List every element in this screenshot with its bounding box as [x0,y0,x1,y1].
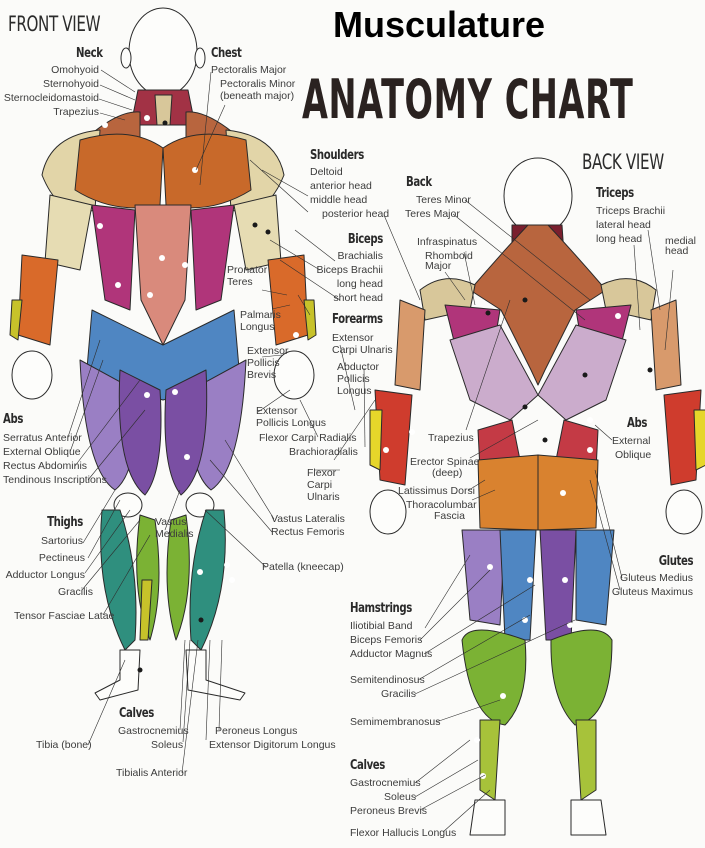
label-biceps-brachii: Biceps Brachii [316,264,383,276]
label-pectoralis-minor: Pectoralis Minor [220,78,296,90]
label-sternocleidomastoid: Sternocleidomastoid [3,92,99,104]
label-extensor-digitorum-longus: Extensor Digitorum Longus [209,739,336,751]
label-extensor-carpi-ulnaris: Extensor Carpi Ulnaris [332,332,393,356]
glutes-heading: Glutes [658,554,694,569]
label-medial-head: medial head [665,235,696,257]
label-gluteus-medius: Gluteus Medius [620,572,693,584]
label-vastus-lateralis: Vastus Lateralis [271,513,345,525]
label-beneath-major: (beneath major) [220,90,295,102]
label-omohyoid: Omohyoid [51,64,99,76]
abs-heading-back: Abs [627,416,647,431]
label-palmaris-longus: Palmaris Longus [240,309,281,333]
label-flexor-carpi-radialis: Flexor Carpi Radialis [259,432,357,444]
calves-heading-front: Calves [119,706,154,721]
label-external-oblique-back: External Oblique [612,435,652,461]
label-triceps-brachii: Triceps Brachii [596,205,666,217]
label-trapezius-back: Trapezius [428,432,474,444]
label-thoracolumbar-fascia: Thoracolumbar Fascia [406,499,477,522]
label-long-head: long head [336,278,383,290]
label-sternohyoid: Sternohyoid [42,78,99,90]
label-teres-minor: Teres Minor [416,194,471,206]
label-short-head: short head [333,292,383,304]
label-erector-spinae: Erector Spinae (deep) [410,456,480,479]
label-adductor-magnus: Adductor Magnus [350,648,433,660]
label-latissimus-dorsi: Latissimus Dorsi [398,485,476,497]
label-middle-head: middle head [310,194,368,206]
label-long-head-triceps: long head [596,233,643,245]
label-semimembranosus: Semimembranosus [350,716,441,728]
label-gracilis-front: Gracilis [57,586,93,598]
label-pronator-teres: Pronator Teres [227,264,268,288]
label-deltoid: Deltoid [310,166,343,178]
label-tendinous-inscriptions: Tendinous Inscriptions [3,474,107,486]
label-rectus-abdominis: Rectus Abdominis [3,460,88,472]
shoulders-heading: Shoulders [310,148,364,163]
label-teres-major: Teres Major [405,208,460,220]
back-view-label: BACK VIEW [582,150,664,174]
label-tibialis-anterior: Tibialis Anterior [116,767,188,779]
label-adductor-longus: Adductor Longus [5,569,85,581]
front-figure [9,7,317,701]
label-abductor-pollicis-longus: Abductor Pollicis Longus [337,361,380,397]
label-soleus-back: Soleus [384,791,417,803]
label-extensor-pollicis-brevis: Extensor Pollicis Brevis [247,345,289,381]
label-iliotibial-band: Iliotibial Band [350,620,413,632]
label-lateral-head: lateral head [596,219,651,231]
triceps-heading: Triceps [596,186,634,201]
abs-heading-front: Abs [3,412,23,427]
label-semitendinosus: Semitendinosus [350,674,425,686]
chest-heading: Chest [211,46,242,61]
label-gluteus-maximus: Gluteus Maximus [611,586,693,598]
label-peroneus-brevis: Peroneus Brevis [350,805,428,817]
hamstrings-heading: Hamstrings [350,601,412,616]
label-flexor-hallucis-longus: Flexor Hallucis Longus [350,827,457,839]
forearms-heading: Forearms [332,312,383,327]
label-tibia: Tibia (bone) [36,739,92,751]
label-vastus-medialis: Vastus Medialis [155,516,194,540]
front-view-label: FRONT VIEW [8,12,101,36]
label-rhomboid-major: Rhomboid Major [425,250,473,272]
label-gracilis-back: Gracilis [381,688,417,700]
label-gastrocnemius-front: Gastrocnemius [118,725,189,737]
label-gastrocnemius-back: Gastrocnemius [350,777,421,789]
label-trapezius-front: Trapezius [53,106,99,118]
label-soleus-front: Soleus [151,739,184,751]
label-flexor-carpi-ulnaris: Flexor Carpi Ulnaris [307,467,340,503]
label-external-oblique-front: External Oblique [3,446,81,458]
label-brachialis: Brachialis [337,250,383,262]
label-infraspinatus: Infraspinatus [417,236,478,248]
label-anterior-head: anterior head [310,180,372,192]
thighs-heading: Thighs [47,515,83,530]
calves-heading-back: Calves [350,758,385,773]
label-tensor-fasciae-latae: Tensor Fasciae Latae [14,610,115,622]
chart-title: Musculature [333,4,546,45]
back-figure [369,157,705,836]
label-rectus-femoris: Rectus Femoris [271,526,345,538]
label-peroneus-longus: Peroneus Longus [215,725,298,737]
label-pectoralis-major: Pectoralis Major [211,64,287,76]
label-biceps-femoris: Biceps Femoris [350,634,423,646]
neck-heading: Neck [76,46,103,61]
label-sartorius: Sartorius [40,535,83,547]
label-pectineus: Pectineus [38,552,85,564]
callout-leader-lines [67,69,674,833]
label-extensor-pollicis-longus: Extensor Pollicis Longus [256,405,327,429]
label-posterior-head: posterior head [322,208,390,220]
label-brachioradialis: Brachioradialis [289,446,358,458]
label-serratus-anterior: Serratus Anterior [3,432,82,444]
chart-subtitle: ANATOMY CHART [302,68,634,131]
biceps-heading: Biceps [347,232,383,247]
label-patella: Patella (kneecap) [262,561,344,573]
back-heading: Back [406,175,432,190]
